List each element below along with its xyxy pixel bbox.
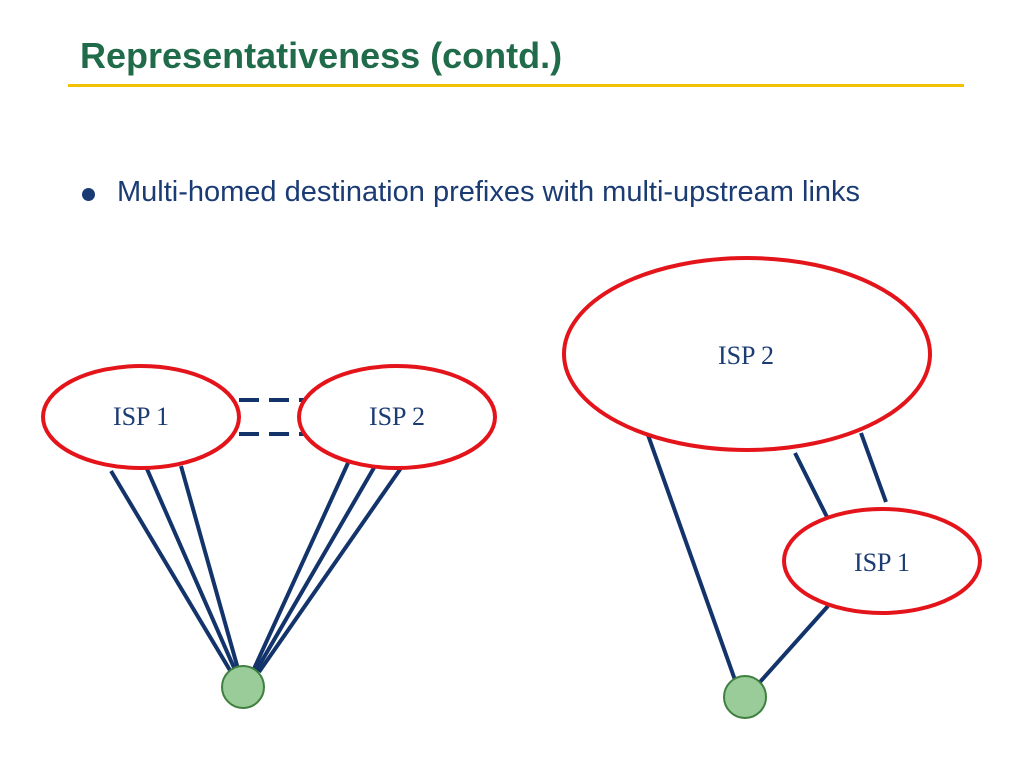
isp-node-left-2: [297, 364, 497, 470]
isp-label-right-upper: ISP 2: [718, 341, 774, 370]
isp-label-right-lower: ISP 1: [854, 548, 910, 577]
isp-node-right-lower: [782, 507, 982, 615]
isp-label-left-2: ISP 2: [369, 402, 425, 431]
link-left-isp1-b: [145, 468, 237, 671]
isp-label-left-1: ISP 1: [113, 402, 169, 431]
destination-node-right: [723, 675, 767, 719]
bullet-text: Multi-homed destination prefixes with mu…: [117, 176, 861, 208]
link-left-isp2-c: [257, 466, 403, 674]
isp-node-right-upper: [562, 256, 932, 452]
bullet-dot-icon: [82, 188, 95, 201]
slide-title: Representativeness (contd.): [80, 35, 563, 76]
link-left-isp1-c: [179, 465, 240, 670]
link-left-isp2-a: [251, 462, 350, 672]
isp-node-left-1: [41, 364, 241, 470]
link-left-isp2-b: [254, 464, 377, 673]
link-right-lower-to-destination: [758, 604, 830, 684]
link-right-upper-to-destination: [646, 434, 737, 681]
link-right-upper-to-lower-b: [859, 432, 888, 503]
link-left-isp1-a: [109, 469, 233, 674]
destination-node-left: [221, 665, 265, 709]
title-underline: [68, 84, 964, 87]
link-right-upper-to-lower-a: [793, 452, 830, 520]
